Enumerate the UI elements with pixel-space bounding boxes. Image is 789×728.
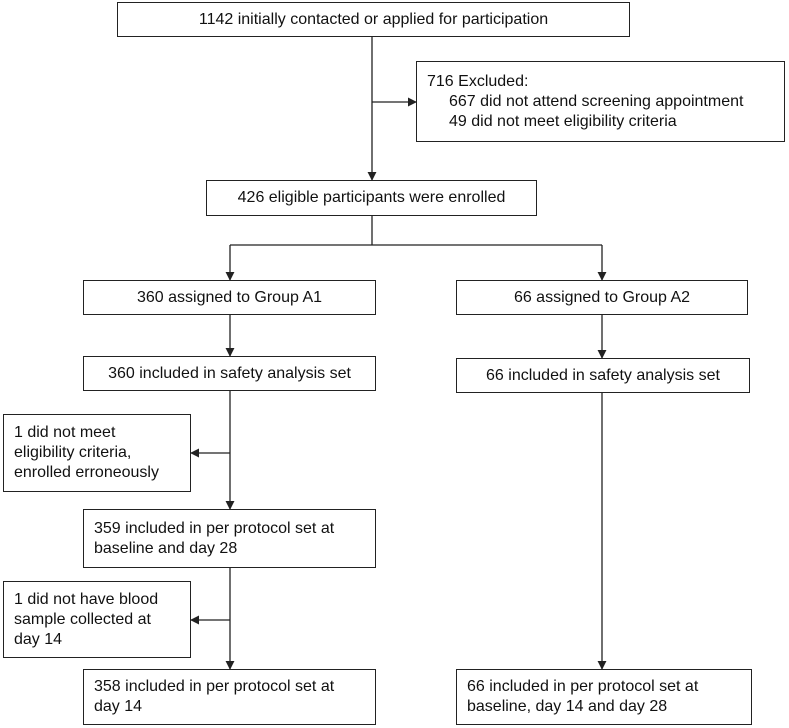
group-a1-box: 360 assigned to Group A1 xyxy=(83,280,376,315)
blood-excluded-line-2: sample collected at xyxy=(14,610,151,628)
group-a2-text: 66 assigned to Group A2 xyxy=(513,288,691,306)
excluded-reason-eligibility: 49 did not meet eligibility criteria xyxy=(449,112,677,130)
blood-excluded-line-1: 1 did not have blood xyxy=(14,590,159,608)
excluded-box: 716 Excluded: 667 did not attend screeni… xyxy=(416,61,785,142)
group-a1-text: 360 assigned to Group A1 xyxy=(136,288,323,306)
a1-pp-day14-line-1: 358 included in per protocol set at xyxy=(94,678,335,695)
initial-contact-box: 1142 initially contacted or applied for … xyxy=(117,2,630,37)
group-a2-box: 66 assigned to Group A2 xyxy=(456,280,748,315)
enrolled-text: 426 eligible participants were enrolled xyxy=(237,189,506,206)
blood-excluded-box: 1 did not have blood sample collected at… xyxy=(3,581,191,658)
eligibility-excluded-box: 1 did not meet eligibility criteria, enr… xyxy=(3,414,191,492)
eligibility-excluded-line-2: eligibility criteria, xyxy=(14,444,132,461)
excluded-reason-screening: 667 did not attend screening appointment xyxy=(449,92,744,110)
a1-safety-box: 360 included in safety analysis set xyxy=(83,356,376,391)
a2-safety-text: 66 included in safety analysis set xyxy=(486,366,720,384)
excluded-title: 716 Excluded: xyxy=(427,72,529,90)
eligibility-excluded-line-3: enrolled erroneously xyxy=(14,464,159,481)
a1-pp-day14-box: 358 included in per protocol set at day … xyxy=(83,669,376,725)
initial-contact-text: 1142 initially contacted or applied for … xyxy=(198,10,549,28)
a1-pp-baseline-line-1: 359 included in per protocol set at xyxy=(94,519,335,537)
eligibility-excluded-line-1: 1 did not meet xyxy=(14,424,116,441)
enrolled-box: 426 eligible participants were enrolled xyxy=(206,180,537,216)
a2-pp-all-line-2: baseline, day 14 and day 28 xyxy=(467,698,668,715)
a2-pp-all-line-1: 66 included in per protocol set at xyxy=(467,678,699,695)
a2-safety-box: 66 included in safety analysis set xyxy=(456,358,750,393)
blood-excluded-line-3: day 14 xyxy=(14,630,63,648)
a1-safety-text: 360 included in safety analysis set xyxy=(108,364,351,382)
a2-pp-all-box: 66 included in per protocol set at basel… xyxy=(456,669,752,725)
a1-pp-day14-line-2: day 14 xyxy=(94,698,143,715)
a1-pp-baseline-line-2: baseline and day 28 xyxy=(94,539,238,557)
a1-pp-baseline-box: 359 included in per protocol set at base… xyxy=(83,509,376,568)
